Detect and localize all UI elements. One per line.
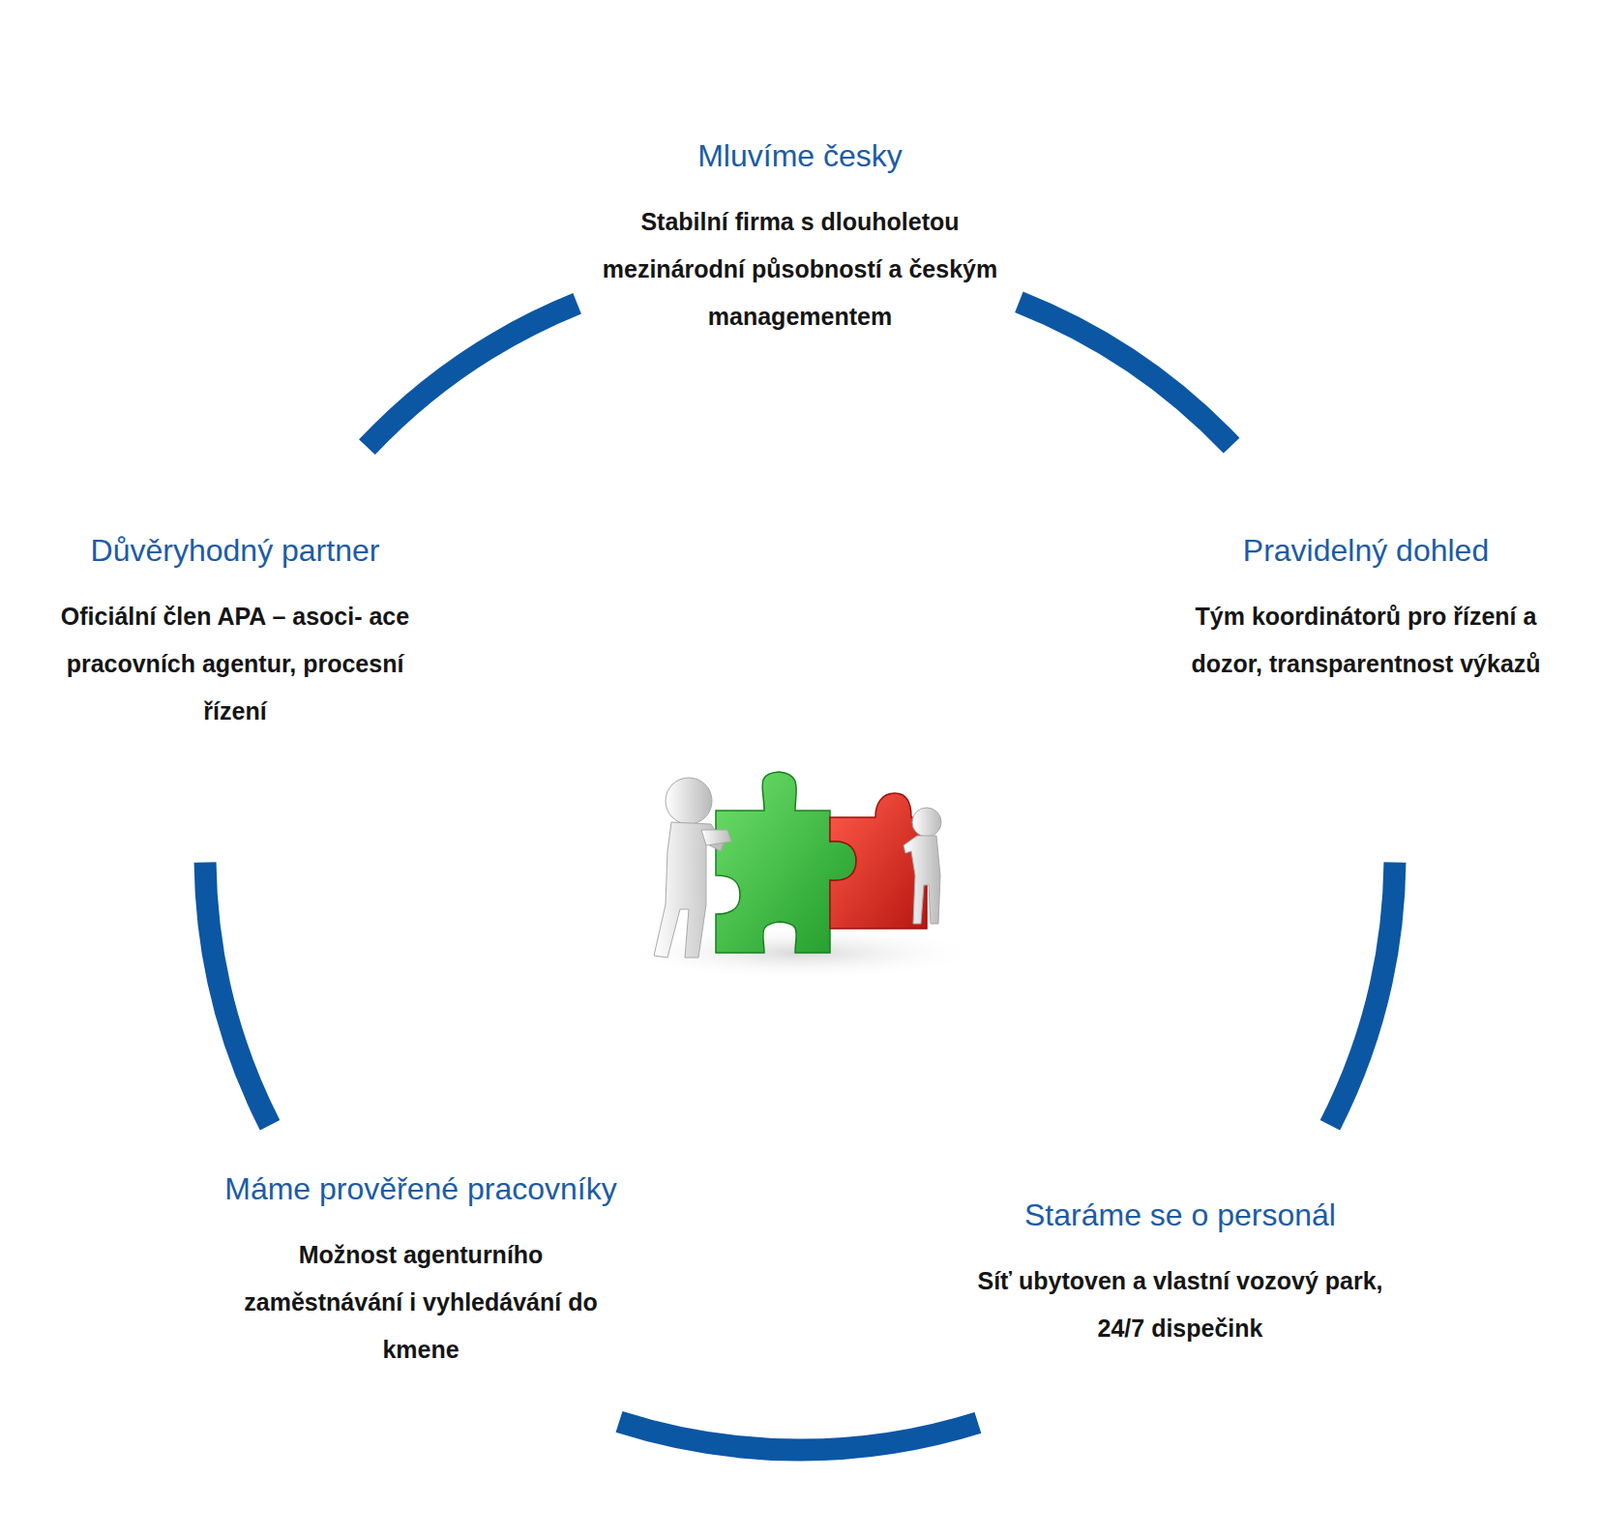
cycle-arc bbox=[1330, 862, 1395, 1126]
cycle-arc bbox=[205, 862, 270, 1126]
feature-block: Důvěryhodný partnerOficiální člen APA – … bbox=[41, 527, 429, 736]
feature-heading: Důvěryhodný partner bbox=[41, 527, 429, 574]
feature-heading: Pravidelný dohled bbox=[1172, 527, 1560, 574]
feature-description: Oficiální člen APA – asoci- ace pracovní… bbox=[41, 592, 429, 736]
feature-heading: Mluvíme česky bbox=[587, 132, 1013, 179]
feature-block: Pravidelný dohledTým koordinátorů pro ří… bbox=[1172, 527, 1560, 688]
feature-description: Možnost agenturního zaměstnávání i vyhle… bbox=[217, 1231, 624, 1374]
feature-description: Síť ubytoven a vlastní vozový park, 24/7… bbox=[972, 1257, 1389, 1353]
feature-heading: Staráme se o personál bbox=[972, 1191, 1389, 1239]
cycle-arc bbox=[1018, 301, 1232, 445]
feature-block: Máme prověřené pracovníkyMožnost agentur… bbox=[217, 1165, 624, 1374]
cycle-arc bbox=[619, 1422, 978, 1451]
feature-description: Stabilní firma s dlouholetou mezinárodní… bbox=[587, 198, 1013, 341]
feature-heading: Máme prověřené pracovníky bbox=[217, 1165, 624, 1213]
feature-block: Staráme se o personálSíť ubytoven a vlas… bbox=[972, 1191, 1389, 1353]
feature-description: Tým koordinátorů pro řízení a dozor, tra… bbox=[1172, 592, 1560, 688]
cycle-arc bbox=[366, 303, 577, 447]
feature-block: Mluvíme českyStabilní firma s dlouholeto… bbox=[587, 132, 1013, 341]
